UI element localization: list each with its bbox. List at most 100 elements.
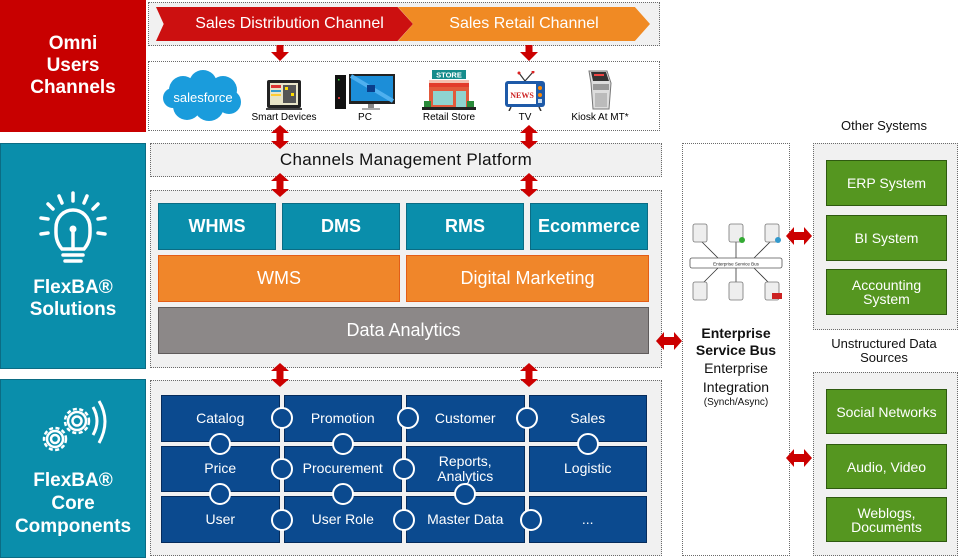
svg-text:Enterprise Service Bus: Enterprise Service Bus (713, 262, 760, 267)
tv-icon: NEWS (505, 71, 545, 111)
core-component-label: Price (204, 460, 237, 477)
puzzle-knob (576, 432, 599, 455)
core-component-piece: Reports, Analytics (406, 446, 525, 493)
core-label-line1: FlexBA® (33, 470, 113, 491)
other-system-accounting: Accounting System (826, 269, 947, 315)
desktop-pc-icon (335, 74, 395, 110)
puzzle-knob (270, 407, 293, 430)
solution-rms: RMS (406, 203, 524, 250)
solution-label: Data Analytics (346, 320, 461, 340)
salesforce-cloud-icon: salesforce (163, 69, 241, 121)
omni-label-line3: Channels (30, 77, 116, 98)
device-salesforce: salesforce (160, 66, 246, 126)
source-label: Weblogs, Documents (851, 504, 922, 535)
solution-label: Digital Marketing (460, 268, 595, 288)
esb-caption: Enterprise Service Bus Enterprise Integr… (682, 325, 790, 409)
puzzle-knob (270, 508, 293, 531)
kiosk-icon (588, 70, 612, 110)
gears-icon (42, 400, 107, 452)
sales-distribution-channel: Sales Distribution Channel (156, 7, 413, 41)
source-label: Audio, Video (846, 458, 927, 475)
flexba-solutions-block: FlexBA® Solutions (0, 143, 146, 369)
device-smart-devices: Smart Devices (244, 66, 324, 123)
core-component-piece: User Role (284, 496, 403, 543)
solution-data-analytics: Data Analytics (158, 307, 649, 354)
puzzle-knob (209, 483, 232, 506)
core-component-label: Customer (434, 409, 496, 426)
solution-label: WHMS (188, 216, 246, 236)
unstructured-sources-title: Unstructured Data Sources (831, 336, 937, 365)
solution-label: RMS (445, 216, 485, 236)
solution-label: Ecommerce (537, 216, 641, 236)
solution-digital-marketing: Digital Marketing (406, 255, 649, 302)
core-label-line2: Core (51, 493, 95, 514)
puzzle-knob (270, 458, 293, 480)
puzzle-knob (331, 483, 354, 506)
core-component-piece: Customer (406, 395, 525, 442)
tablet-icon (266, 80, 302, 110)
system-label: BI System (854, 230, 919, 246)
puzzle-knob (209, 432, 232, 455)
retail-channel-label: Sales Retail Channel (449, 15, 599, 32)
core-component-label: User (205, 511, 236, 528)
device-pc: PC (330, 66, 400, 123)
solution-ecommerce: Ecommerce (530, 203, 648, 250)
store-icon: STORE (422, 70, 476, 110)
system-label: ERP System (846, 175, 927, 191)
puzzle-knob (393, 508, 415, 531)
system-label: Accounting System (851, 277, 922, 307)
core-component-piece: Sales (529, 395, 648, 442)
core-component-piece-bg (528, 496, 647, 543)
other-system-bi: BI System (826, 215, 947, 261)
esb-network-icon: Enterprise Service Bus (689, 223, 783, 301)
device-tv: NEWS TV (500, 66, 550, 123)
channels-management-platform: Channels Management Platform (150, 143, 662, 177)
omni-users-channels-block: Omni Users Channels (0, 0, 146, 132)
core-component-label: Sales (570, 409, 606, 426)
device-label: Retail Store (422, 112, 476, 123)
flexba-core-components-block: FlexBA® Core Components (0, 379, 146, 558)
puzzle-knob (454, 483, 477, 506)
core-component-label: Logistic (564, 460, 612, 477)
core-component-label: Master Data (427, 511, 504, 528)
core-component-label: User Role (311, 511, 374, 528)
esb-panel (682, 143, 790, 556)
core-component-piece: ... (529, 496, 648, 543)
solutions-label-line1: FlexBA® (33, 277, 113, 298)
puzzle-knob (331, 432, 354, 455)
esb-sub-line1: Enterprise (704, 360, 768, 376)
puzzle-knob (393, 458, 415, 480)
svg-text:salesforce: salesforce (173, 90, 232, 105)
solution-wms: WMS (158, 255, 400, 302)
puzzle-knob (397, 407, 419, 430)
source-social-networks: Social Networks (826, 389, 947, 434)
other-systems-title: Other Systems (841, 118, 927, 133)
esb-sub-line2: Integration (702, 379, 770, 395)
distribution-channel-label: Sales Distribution Channel (195, 15, 384, 32)
core-component-label: Reports, Analytics (437, 452, 494, 484)
svg-text:STORE: STORE (436, 71, 462, 80)
esb-title-line2: Service Bus (695, 342, 777, 358)
core-component-piece: Price (161, 446, 280, 493)
source-weblogs-documents: Weblogs, Documents (826, 497, 947, 542)
esb-sub-line3: (Synch/Async) (703, 397, 769, 408)
platform-label: Channels Management Platform (279, 150, 533, 169)
omni-label-line2: Users (46, 55, 100, 76)
svg-text:NEWS: NEWS (510, 91, 534, 100)
sales-retail-channel: Sales Retail Channel (398, 7, 650, 41)
device-kiosk: Kiosk At MT* (562, 64, 638, 123)
device-label: Kiosk At MT* (571, 112, 629, 123)
core-label-line3: Components (14, 516, 132, 537)
core-component-label: Catalog (196, 409, 245, 426)
puzzle-knob (515, 407, 538, 430)
core-component-piece: Promotion (284, 395, 403, 442)
device-label: TV (518, 112, 532, 123)
core-component-piece: Catalog (161, 395, 280, 442)
solution-label: DMS (321, 216, 361, 236)
solution-whms: WHMS (158, 203, 276, 250)
core-component-piece: Master Data (406, 496, 525, 543)
source-label: Social Networks (836, 403, 937, 420)
solution-label: WMS (257, 268, 301, 288)
arrow-distribution-to-devices (271, 45, 289, 61)
